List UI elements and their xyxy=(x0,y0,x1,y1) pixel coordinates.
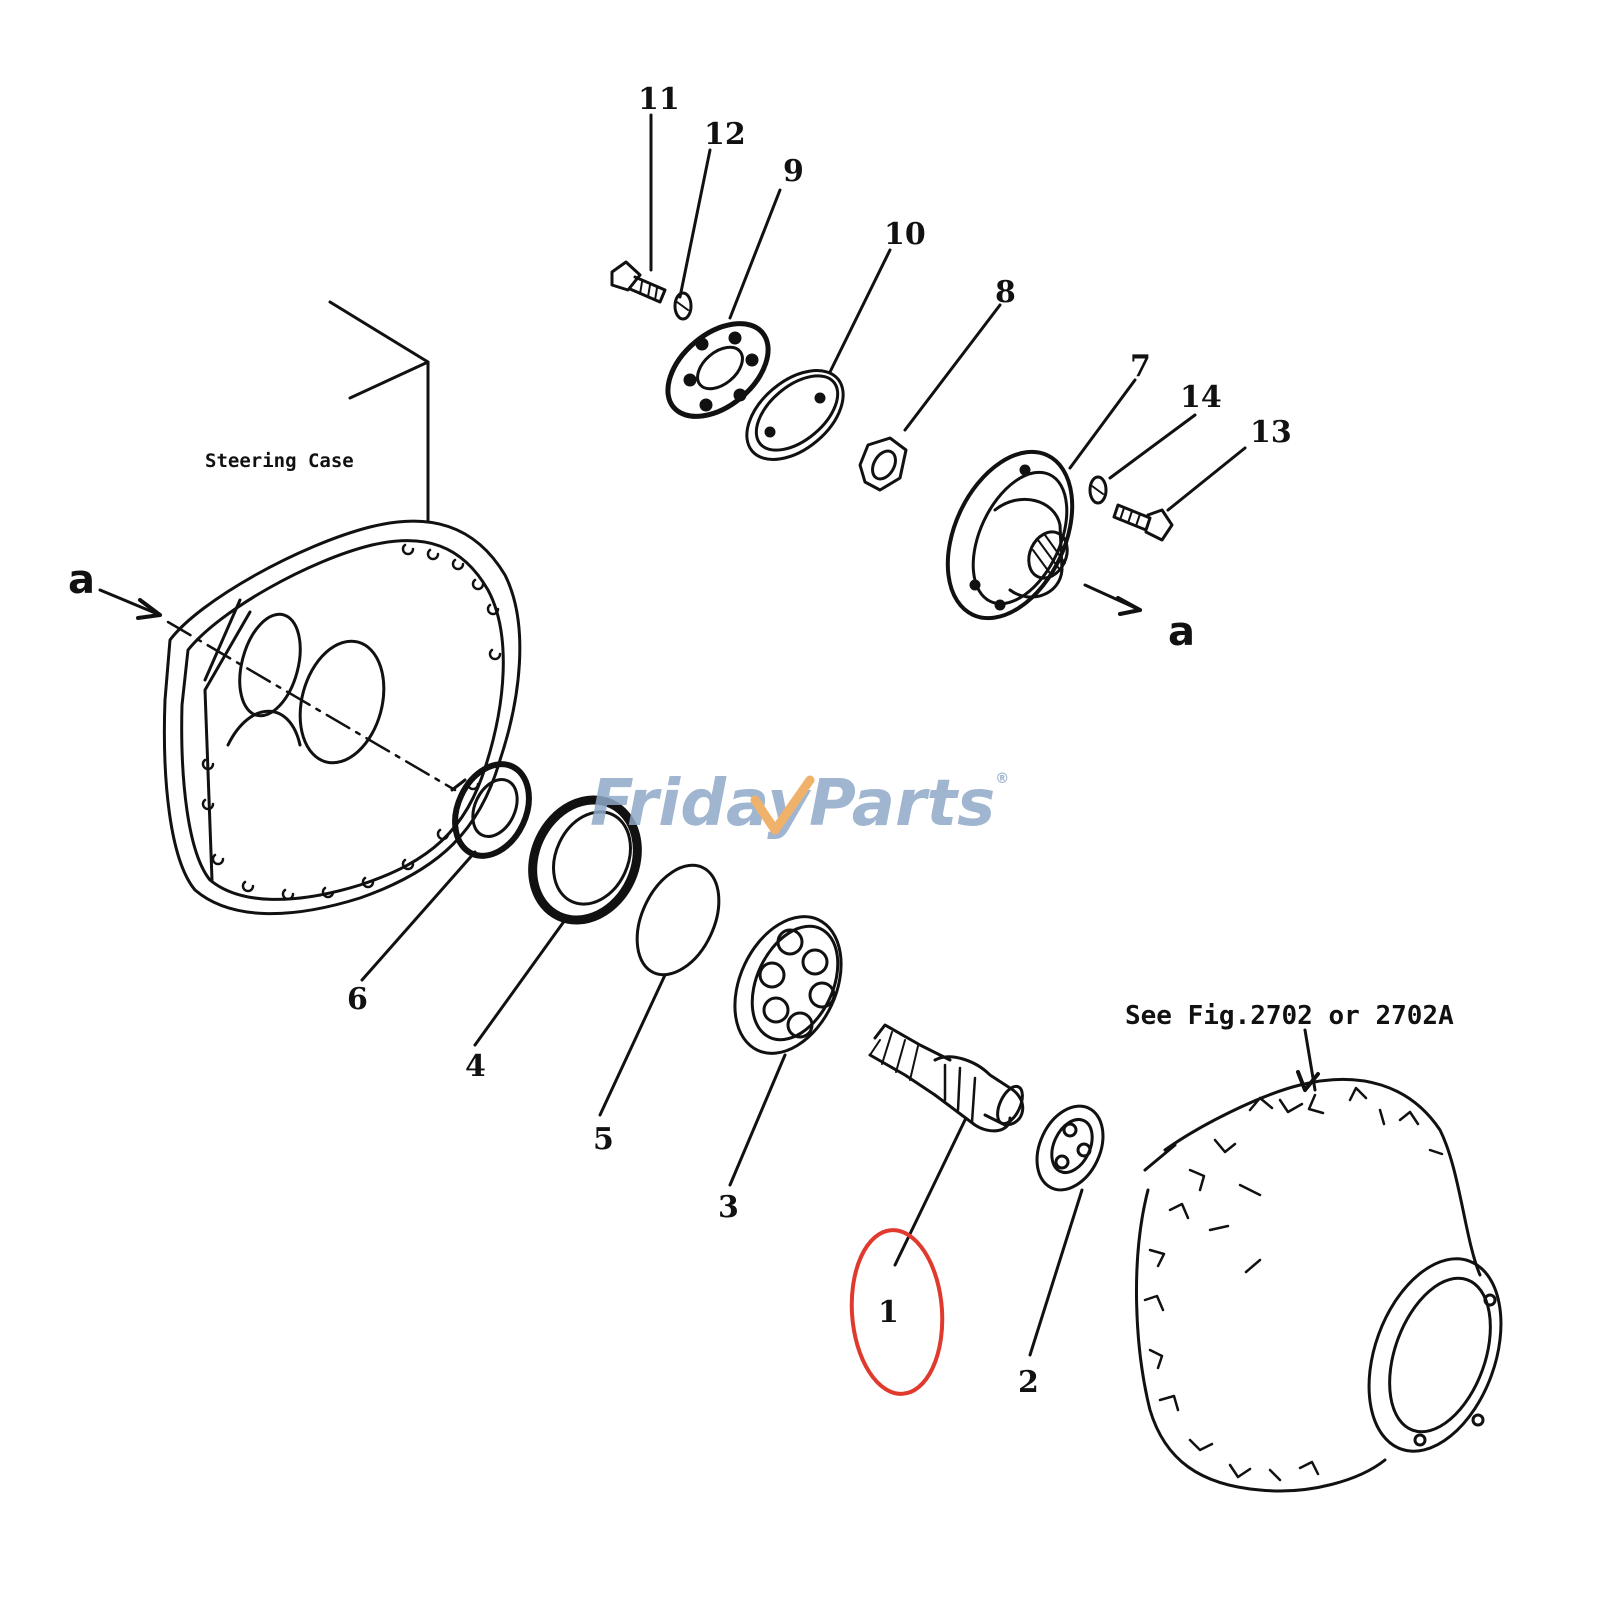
leader-12 xyxy=(678,148,712,299)
part-13-bolt xyxy=(1112,503,1174,542)
leader-7 xyxy=(1068,378,1137,470)
part-6-bearing xyxy=(450,761,532,859)
leader-9 xyxy=(728,188,782,320)
label-a-left: a xyxy=(68,557,95,603)
part-5-o-ring xyxy=(635,863,721,977)
label-part-4: 4 xyxy=(465,1049,486,1084)
label-part-12: 12 xyxy=(704,117,746,152)
leader-5 xyxy=(598,973,667,1117)
part-3-ball-bearing xyxy=(733,915,843,1055)
leader-2 xyxy=(1028,1188,1084,1357)
part-8-nut xyxy=(858,436,908,492)
label-part-6: 6 xyxy=(347,982,368,1017)
label-part-8: 8 xyxy=(995,275,1016,310)
leader-4 xyxy=(473,918,567,1047)
label-part-1: 1 xyxy=(878,1295,899,1330)
label-part-9: 9 xyxy=(783,154,804,189)
leader-6 xyxy=(360,850,477,982)
steering-case-housing xyxy=(162,300,522,916)
part-11-bolt xyxy=(610,260,667,304)
arrow-a-left xyxy=(98,588,162,620)
part-9-plate xyxy=(665,321,771,419)
part-1-pinion-shaft xyxy=(868,1023,1025,1133)
highlight-circle-part-1 xyxy=(849,1228,945,1396)
label-part-5: 5 xyxy=(593,1122,614,1157)
fridayparts-watermark: FridayParts® xyxy=(590,772,1009,836)
leader-8 xyxy=(903,303,1002,432)
label-part-7: 7 xyxy=(1130,349,1151,384)
leader-10 xyxy=(828,248,892,374)
differential-housing xyxy=(1135,1077,1503,1493)
watermark-friday: Friday xyxy=(590,767,809,841)
watermark-parts: Parts xyxy=(808,767,996,841)
label-part-3: 3 xyxy=(718,1190,739,1225)
leader-lines xyxy=(360,113,1320,1357)
label-part-14: 14 xyxy=(1180,380,1222,415)
leader-14 xyxy=(1108,413,1197,480)
leader-13 xyxy=(1166,446,1247,512)
label-part-10: 10 xyxy=(884,217,926,252)
label-a-right: a xyxy=(1168,609,1195,655)
leader-1 xyxy=(893,1118,967,1267)
label-part-11: 11 xyxy=(638,82,680,117)
part-4-seal xyxy=(528,795,642,925)
steering-case-note: Steering Case xyxy=(205,450,354,472)
label-part-2: 2 xyxy=(1018,1365,1039,1400)
watermark-registered-mark: ® xyxy=(995,771,1010,787)
arrow-a-right xyxy=(1083,583,1142,616)
see-figure-note: See Fig.2702 or 2702A xyxy=(1125,1001,1454,1031)
part-12-washer xyxy=(673,291,693,321)
leader-3 xyxy=(728,1053,787,1187)
part-10-shim xyxy=(745,369,845,461)
part-2-bearing xyxy=(1035,1104,1105,1192)
part-7-coupling xyxy=(945,449,1075,621)
label-part-13: 13 xyxy=(1250,415,1292,450)
part-14-washer xyxy=(1088,475,1108,505)
